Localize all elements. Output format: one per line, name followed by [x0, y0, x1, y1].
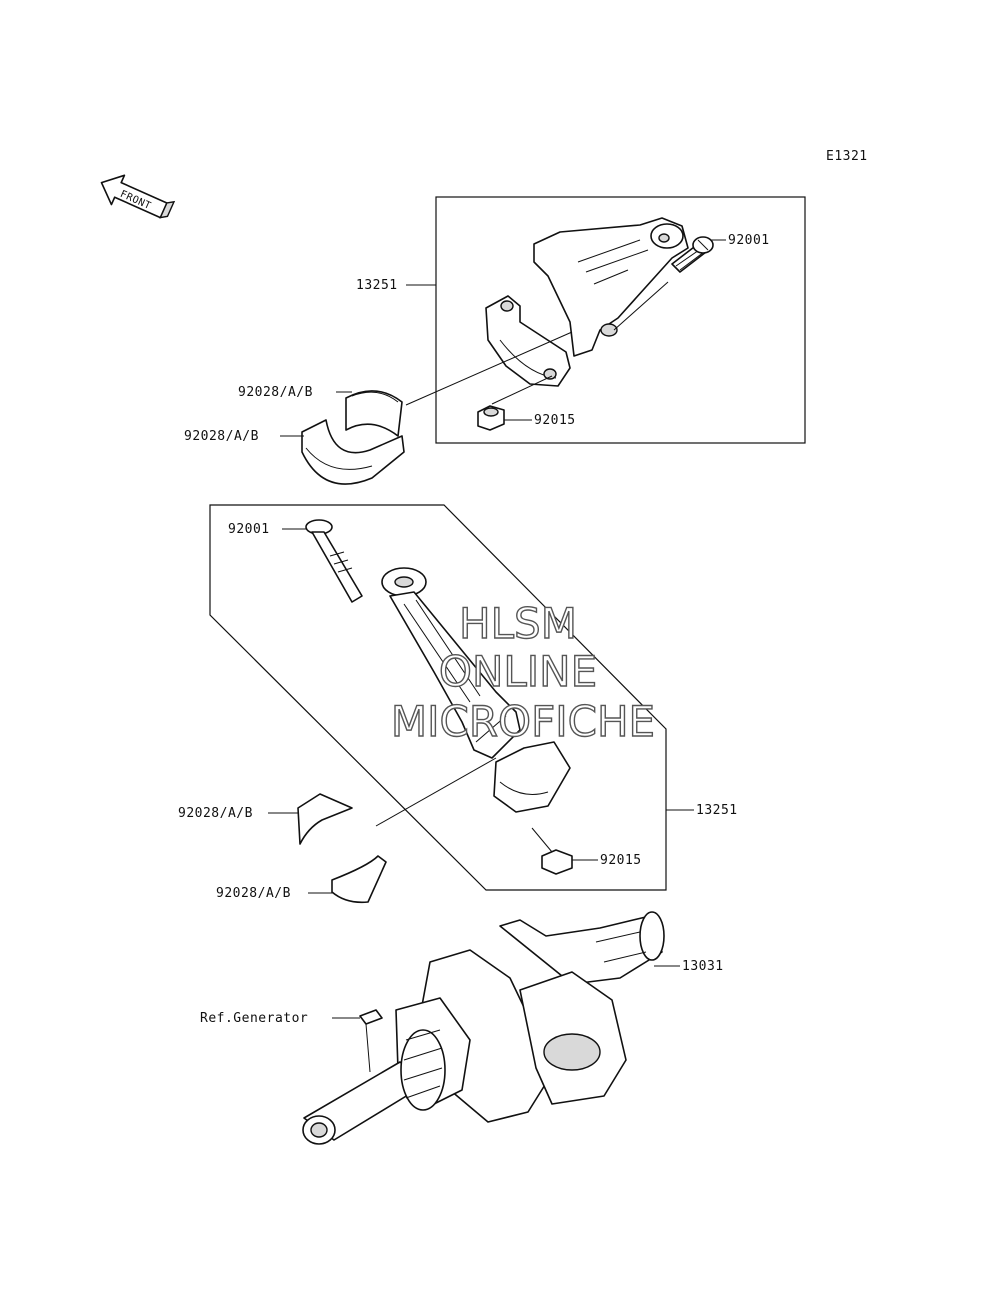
- rod-nut-top: [477, 405, 505, 431]
- rod-bolt-top: [671, 236, 714, 273]
- callout-rod-top: 13251: [356, 278, 398, 293]
- callout-nut-mid: 92015: [600, 853, 642, 868]
- woodruff-key: [359, 1009, 383, 1025]
- callout-nut-top: 92015: [534, 413, 576, 428]
- front-arrow-icon: FRONT: [100, 174, 176, 219]
- crankshaft: [302, 911, 665, 1145]
- callout-rod-mid: 13251: [696, 803, 738, 818]
- watermark-line-1: HLSM: [459, 599, 577, 648]
- callout-bolt-top: 92001: [728, 233, 770, 248]
- watermark: HLSM ONLINE MICROFICHE: [390, 598, 656, 746]
- callout-bearing-top-2: 92028/A/B: [184, 429, 259, 444]
- callout-bolt-mid: 92001: [228, 522, 270, 537]
- bearing-shell-top-1: [345, 390, 403, 437]
- callout-ref-generator: Ref.Generator: [200, 1011, 308, 1026]
- callout-bearing-mid-2: 92028/A/B: [216, 886, 291, 901]
- bearing-shell-top-2: [301, 419, 405, 485]
- rod-nut-mid: [541, 849, 573, 875]
- watermark-line-3: MICROFICHE: [391, 697, 655, 746]
- watermark-line-2: ONLINE: [439, 647, 597, 696]
- bearing-shell-mid-1: [297, 793, 353, 845]
- middle-group-frame: [209, 504, 667, 891]
- callout-crankshaft: 13031: [682, 959, 724, 974]
- diagram-code: E1321: [826, 149, 868, 164]
- callout-bearing-mid-1: 92028/A/B: [178, 806, 253, 821]
- rod-bolt-mid: [305, 519, 363, 603]
- bearing-shell-mid-2: [331, 855, 387, 904]
- connecting-rod-top: [485, 217, 689, 387]
- callout-bearing-top-1: 92028/A/B: [238, 385, 313, 400]
- rod-cap-mid: [493, 741, 571, 813]
- top-group-frame: [435, 196, 806, 444]
- connecting-rod-mid: [381, 567, 521, 759]
